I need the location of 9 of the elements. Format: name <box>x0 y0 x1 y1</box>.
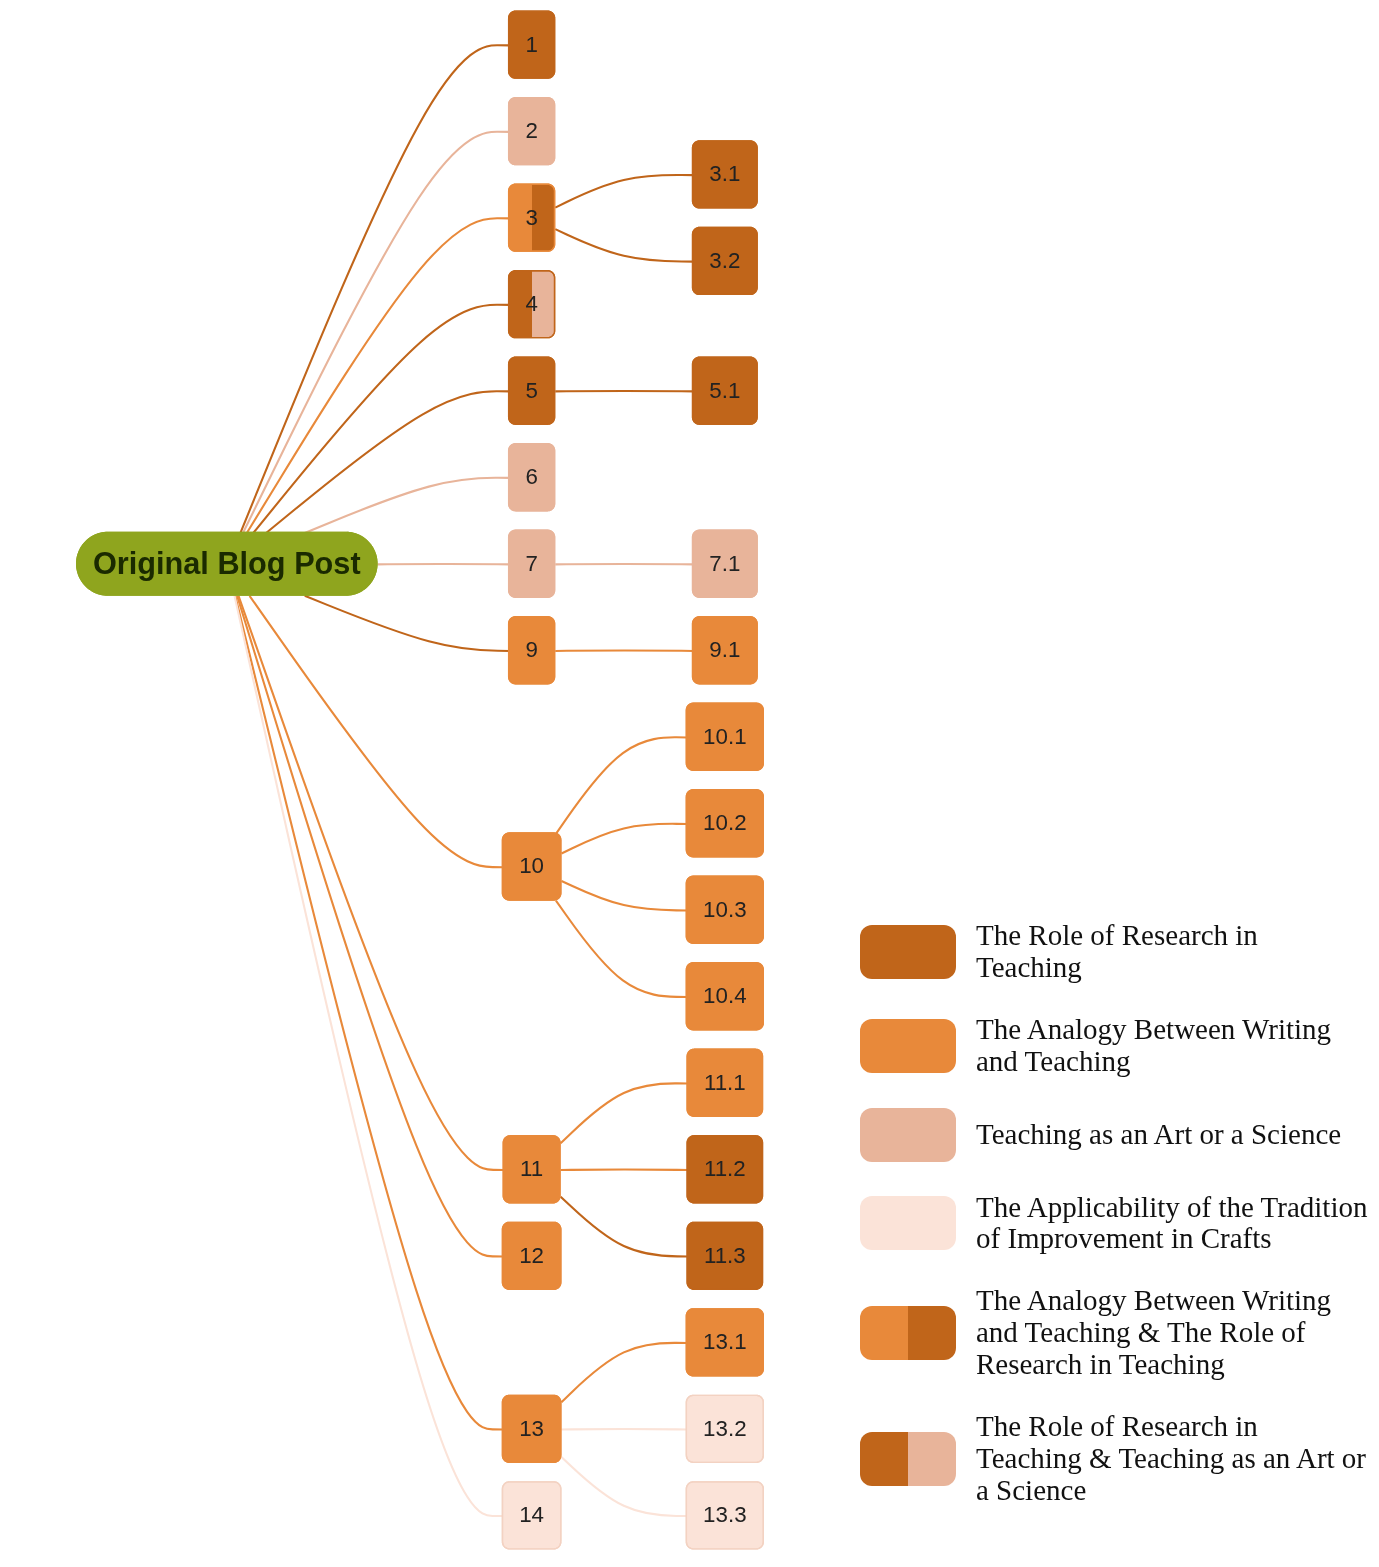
legend-text: The Analogy Between Writing and Teaching & The Role of Research in Teaching <box>976 1285 1333 1381</box>
legend-text: The Applicability of the Tradition of Improvement in Crafts <box>976 1191 1369 1256</box>
legend-text: The Role of Research in Teaching <box>976 920 1259 984</box>
connector <box>560 1168 688 1172</box>
connector <box>559 1195 688 1258</box>
legend-text: The Analogy Between Writing and Teaching <box>976 1013 1333 1078</box>
connector <box>559 1082 688 1145</box>
legend-text: The Role of Research in Teaching & Teaching as an Art or a Science <box>976 1411 1367 1507</box>
legend-text: Teaching as an Art or a Science <box>976 1118 1342 1151</box>
